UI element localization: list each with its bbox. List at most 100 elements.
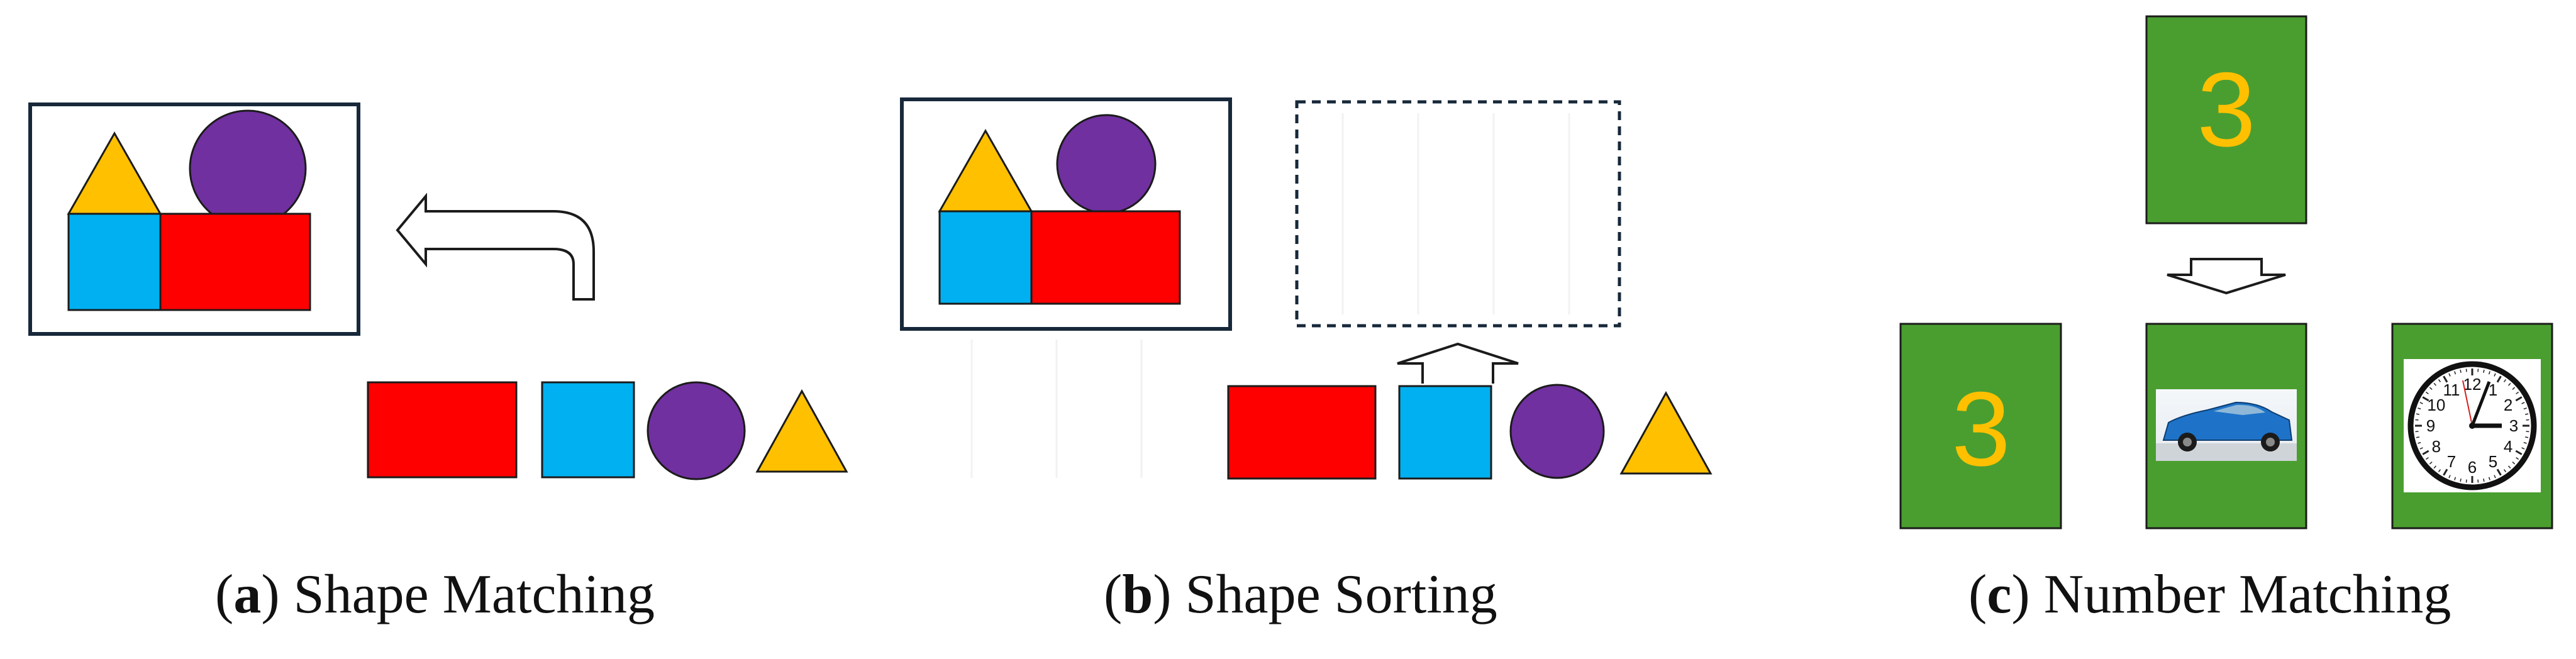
clock-tick [2429, 387, 2433, 390]
clock-tick [2515, 450, 2523, 455]
target-rectangle [159, 213, 311, 311]
clock-number: 2 [2504, 396, 2512, 414]
option-square[interactable] [1398, 385, 1492, 480]
empty-drop-zone[interactable] [1295, 100, 1621, 328]
clock-tick [2433, 465, 2437, 469]
clock-number: 8 [2432, 437, 2441, 456]
clock-tick [2465, 368, 2467, 372]
hook-arrow [396, 192, 595, 301]
clock-tick [2488, 477, 2490, 480]
clock-tick [2443, 468, 2448, 476]
caption-b-letter: b [1122, 564, 1153, 625]
clock-tick [2496, 375, 2502, 383]
clock-tick [2454, 477, 2457, 480]
faint-guide-lines [970, 113, 1570, 478]
clock-tick [2416, 436, 2420, 438]
option-triangle[interactable] [1619, 390, 1713, 475]
clock-tick [2418, 441, 2421, 444]
clock-tick [2419, 402, 2423, 404]
clock-tick [2438, 379, 2441, 382]
clock-tick [2448, 475, 2451, 479]
clock-tick [2454, 371, 2457, 375]
target-square [938, 210, 1033, 305]
option-card-digit[interactable] [1899, 323, 2062, 529]
second-hand [2462, 380, 2473, 426]
clock-tick [2433, 382, 2437, 386]
clock-tick [2521, 447, 2525, 450]
clock-tick [2419, 447, 2423, 450]
clock-tick [2496, 468, 2502, 476]
caption-c-title: Number Matching [2043, 564, 2451, 625]
caption-c: (c) Number Matching [1968, 564, 2451, 625]
target-circle [189, 109, 307, 228]
caption-a: (a) Shape Matching [215, 564, 655, 625]
clock-tick [2425, 457, 2429, 460]
target-circle [1056, 114, 1157, 214]
panel-shape-matching [28, 102, 848, 480]
clock-tick [2465, 479, 2467, 483]
clock-tick [2477, 479, 2479, 483]
clock-tick [2488, 371, 2490, 375]
clock-tick [2438, 469, 2441, 473]
clock-number: 7 [2447, 452, 2456, 471]
option-square[interactable] [541, 381, 635, 479]
clock-tick [2524, 436, 2529, 438]
clock-tick [2460, 369, 2462, 374]
clock-number: 3 [2509, 416, 2518, 435]
option-rectangle[interactable] [1227, 385, 1377, 480]
clock-ticks [2415, 368, 2529, 483]
option-circle[interactable] [647, 381, 746, 480]
clock-tick [2415, 431, 2419, 433]
caption-a-letter: a [233, 564, 262, 625]
clock-number: 4 [2504, 437, 2512, 456]
clock-tick [2494, 373, 2496, 377]
caption-b: (b) Shape Sorting [1104, 564, 1497, 625]
clock-tick [2460, 478, 2462, 482]
caption-c-letter: c [1987, 564, 2012, 625]
clock-tick [2415, 419, 2419, 421]
minute-hand [2470, 381, 2491, 426]
target-card [2145, 15, 2307, 224]
clock-tick [2526, 419, 2529, 421]
caption-a-title: Shape Matching [293, 564, 655, 625]
clock-tick [2516, 391, 2519, 395]
clock-number: 6 [2468, 458, 2477, 477]
caption-b-title: Shape Sorting [1185, 564, 1497, 625]
clock-tick [2422, 450, 2429, 455]
clock-tick [2523, 441, 2527, 444]
option-triangle[interactable] [755, 389, 848, 473]
down-arrow [2167, 258, 2286, 295]
clock-tick [2507, 382, 2511, 386]
clock-tick [2516, 457, 2519, 460]
clock-tick [2477, 368, 2479, 372]
clock-tick [2418, 407, 2421, 410]
up-arrow [1397, 342, 1519, 384]
clock-tick [2507, 465, 2511, 469]
clock-tick [2512, 387, 2516, 390]
clock-tick [2523, 407, 2527, 410]
clock-tick [2443, 375, 2448, 383]
clock-tick [2448, 373, 2451, 377]
clock-tick [2503, 469, 2507, 473]
option-circle[interactable] [1509, 384, 1605, 479]
clock-tick [2503, 379, 2507, 382]
clock-tick [2515, 396, 2523, 402]
option-rectangle[interactable] [367, 381, 518, 479]
clock-number: 9 [2426, 416, 2435, 435]
clock-tick [2425, 391, 2429, 395]
clock-number: 11 [2443, 380, 2460, 399]
clock-number: 12 [2463, 375, 2482, 394]
car-photo [2156, 389, 2297, 461]
clock-tick [2494, 475, 2496, 479]
clock-tick [2526, 431, 2529, 433]
target-digit: 3 [2197, 50, 2255, 169]
clock-number: 5 [2489, 452, 2497, 471]
panel-shape-sorting [900, 97, 1713, 480]
clock-tick [2429, 461, 2433, 465]
clock-tick [2422, 396, 2429, 402]
clock-tick [2521, 402, 2525, 404]
